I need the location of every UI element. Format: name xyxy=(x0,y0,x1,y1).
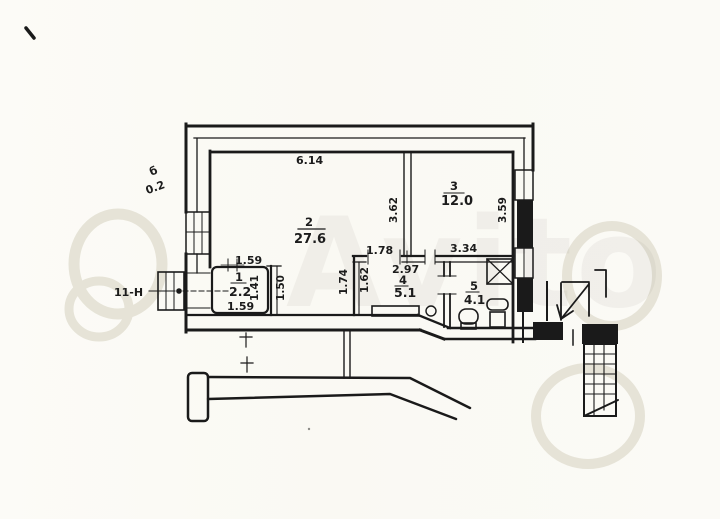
dimension-1-59-top: 1.59 xyxy=(235,254,262,267)
room-5-number: 5 xyxy=(470,279,478,293)
balcony-area: 0.2 xyxy=(144,178,167,197)
dimension-6-14: 6.14 xyxy=(296,154,323,167)
dimension-1-41: 1.41 xyxy=(249,275,261,301)
room-2-area: 27.6 xyxy=(294,232,326,247)
room-4-area: 5.1 xyxy=(394,285,416,300)
dimension-1-62: 1.62 xyxy=(359,267,371,293)
dimension-3-62: 3.62 xyxy=(388,197,400,223)
watermark-bubble-icon xyxy=(531,363,645,469)
stairwell xyxy=(533,269,619,417)
dimension-1-59-bottom: 1.59 xyxy=(227,300,254,313)
unit-leader-line xyxy=(148,288,229,294)
balcony-note: б 0.2 xyxy=(144,164,167,197)
bottom-walls xyxy=(184,313,537,379)
wall-pier xyxy=(517,200,533,248)
unit-label: 11-Н xyxy=(114,286,143,299)
room-4-number: 4 xyxy=(399,273,407,287)
window-icon xyxy=(185,211,211,255)
scan-artifacts xyxy=(24,26,311,431)
room-1-number: 1 xyxy=(235,270,243,284)
balcony-letter: б xyxy=(148,164,160,179)
scan-speck xyxy=(307,427,311,431)
corridor-wall xyxy=(186,371,472,423)
room-3-area: 12.0 xyxy=(441,194,473,209)
dimension-2-97: 2.97 xyxy=(392,263,419,276)
interior-walls xyxy=(266,151,515,328)
wall-pier xyxy=(517,278,533,312)
dimension-1-74: 1.74 xyxy=(338,269,350,295)
ventilation-shaft-icon xyxy=(486,258,514,285)
watermark-bubble-icon xyxy=(64,276,134,342)
dimension-3-34: 3.34 xyxy=(450,242,477,255)
labels: 11-Н б 0.2 2 27.6 3 12.0 1 2.2 4 5.1 5 4… xyxy=(114,154,509,313)
dimension-1-78: 1.78 xyxy=(366,244,393,257)
scan-speck xyxy=(24,26,36,40)
sink-icon xyxy=(486,298,509,328)
room-2-number: 2 xyxy=(305,215,313,229)
stairs-icon xyxy=(583,343,619,417)
dimension-3-59: 3.59 xyxy=(497,197,509,223)
stair-direction-arrow-icon xyxy=(556,281,590,321)
room-1-area: 2.2 xyxy=(229,284,251,299)
kitchen-counter-icon xyxy=(371,305,437,317)
room-1-outline xyxy=(210,258,270,315)
room-3-number: 3 xyxy=(450,179,458,193)
toilet-icon xyxy=(458,308,479,330)
watermark-bubble-icon xyxy=(68,208,168,320)
avito-watermark: Avito xyxy=(64,192,665,469)
room-5-area: 4.1 xyxy=(464,293,485,307)
watermark-text: Avito xyxy=(286,192,665,336)
dimension-1-50: 1.50 xyxy=(275,275,287,301)
